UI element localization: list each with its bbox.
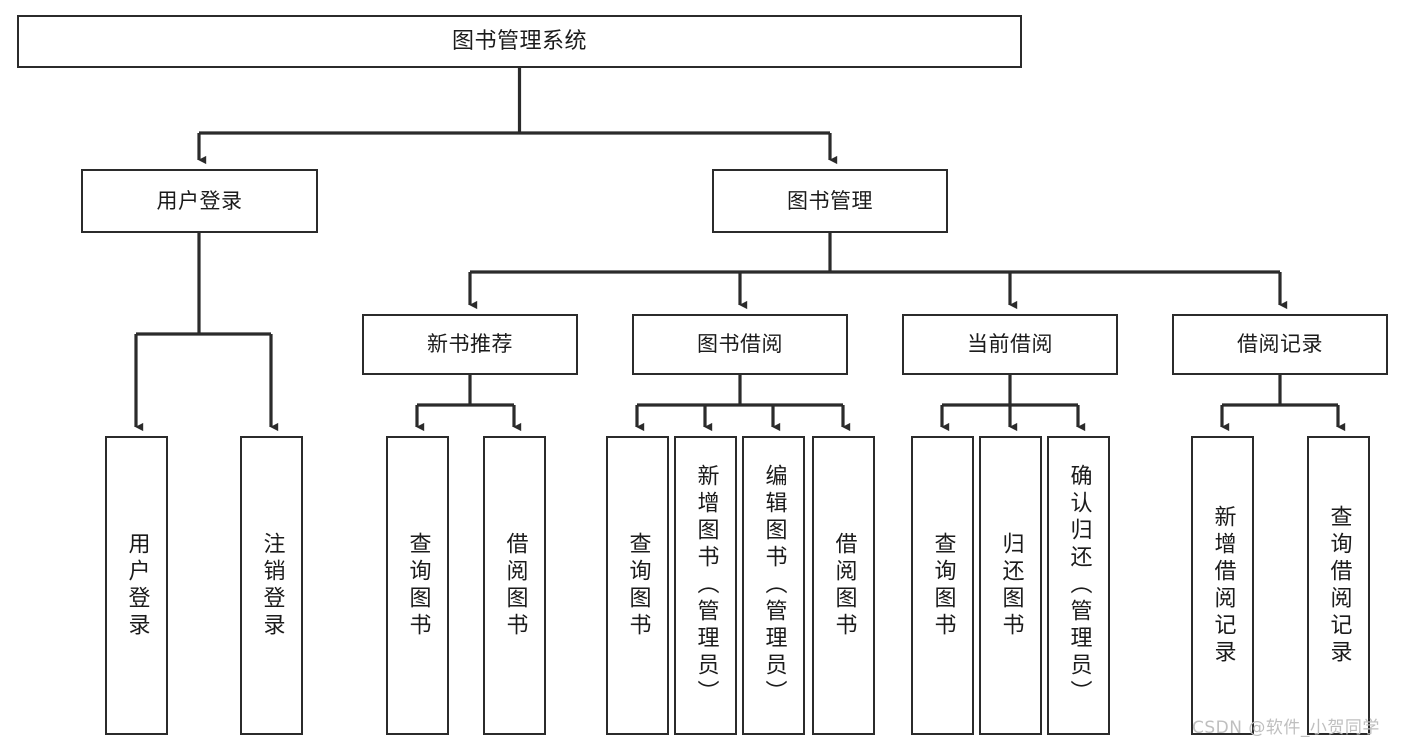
csdn-watermark: CSDN @软件_小贺同学 <box>1192 718 1380 738</box>
node-borrowing-record[interactable]: 借阅记录 <box>1172 314 1388 375</box>
node-label: 确认归还（管理员） <box>1066 464 1092 707</box>
node-label: 新增借阅记录 <box>1210 504 1236 667</box>
node-user-login[interactable]: 用户登录 <box>81 169 318 233</box>
node-label: 借阅图书 <box>831 531 857 640</box>
node-label: 查询图书 <box>405 531 431 640</box>
node-current-borrowing[interactable]: 当前借阅 <box>902 314 1118 375</box>
leaf-return-book[interactable]: 归还图书 <box>979 436 1042 735</box>
node-book-borrowing[interactable]: 图书借阅 <box>632 314 848 375</box>
leaf-confirm-return-admin[interactable]: 确认归还（管理员） <box>1047 436 1110 735</box>
node-label: 当前借阅 <box>967 332 1053 357</box>
node-label: 查询借阅记录 <box>1326 504 1352 667</box>
leaf-borrow-book[interactable]: 借阅图书 <box>812 436 875 735</box>
node-label: 图书借阅 <box>697 332 783 357</box>
node-label: 注销登录 <box>259 531 285 640</box>
leaf-query-book-new[interactable]: 查询图书 <box>386 436 449 735</box>
node-label: 借阅记录 <box>1237 332 1323 357</box>
node-new-book-recommendation[interactable]: 新书推荐 <box>362 314 578 375</box>
leaf-logout[interactable]: 注销登录 <box>240 436 303 735</box>
node-label: 新书推荐 <box>427 332 513 357</box>
node-label: 图书管理 <box>787 188 873 213</box>
node-label: 归还图书 <box>998 531 1024 640</box>
node-label: 用户登录 <box>156 188 243 213</box>
node-label: 查询图书 <box>625 531 651 640</box>
leaf-query-book-borrow[interactable]: 查询图书 <box>606 436 669 735</box>
leaf-query-borrow-record[interactable]: 查询借阅记录 <box>1307 436 1370 735</box>
leaf-user-login[interactable]: 用户登录 <box>105 436 168 735</box>
node-label: 图书管理系统 <box>451 28 587 54</box>
leaf-borrow-book-new[interactable]: 借阅图书 <box>483 436 546 735</box>
node-root-system[interactable]: 图书管理系统 <box>17 15 1022 68</box>
node-label: 用户登录 <box>124 531 150 640</box>
leaf-query-book-current[interactable]: 查询图书 <box>911 436 974 735</box>
leaf-edit-book-admin[interactable]: 编辑图书（管理员） <box>742 436 805 735</box>
leaf-add-borrow-record[interactable]: 新增借阅记录 <box>1191 436 1254 735</box>
node-label: 借阅图书 <box>502 531 528 640</box>
leaf-add-book-admin[interactable]: 新增图书（管理员） <box>674 436 737 735</box>
node-book-management[interactable]: 图书管理 <box>712 169 948 233</box>
node-label: 查询图书 <box>930 531 956 640</box>
node-label: 新增图书（管理员） <box>693 464 719 707</box>
node-label: 编辑图书（管理员） <box>761 464 787 707</box>
